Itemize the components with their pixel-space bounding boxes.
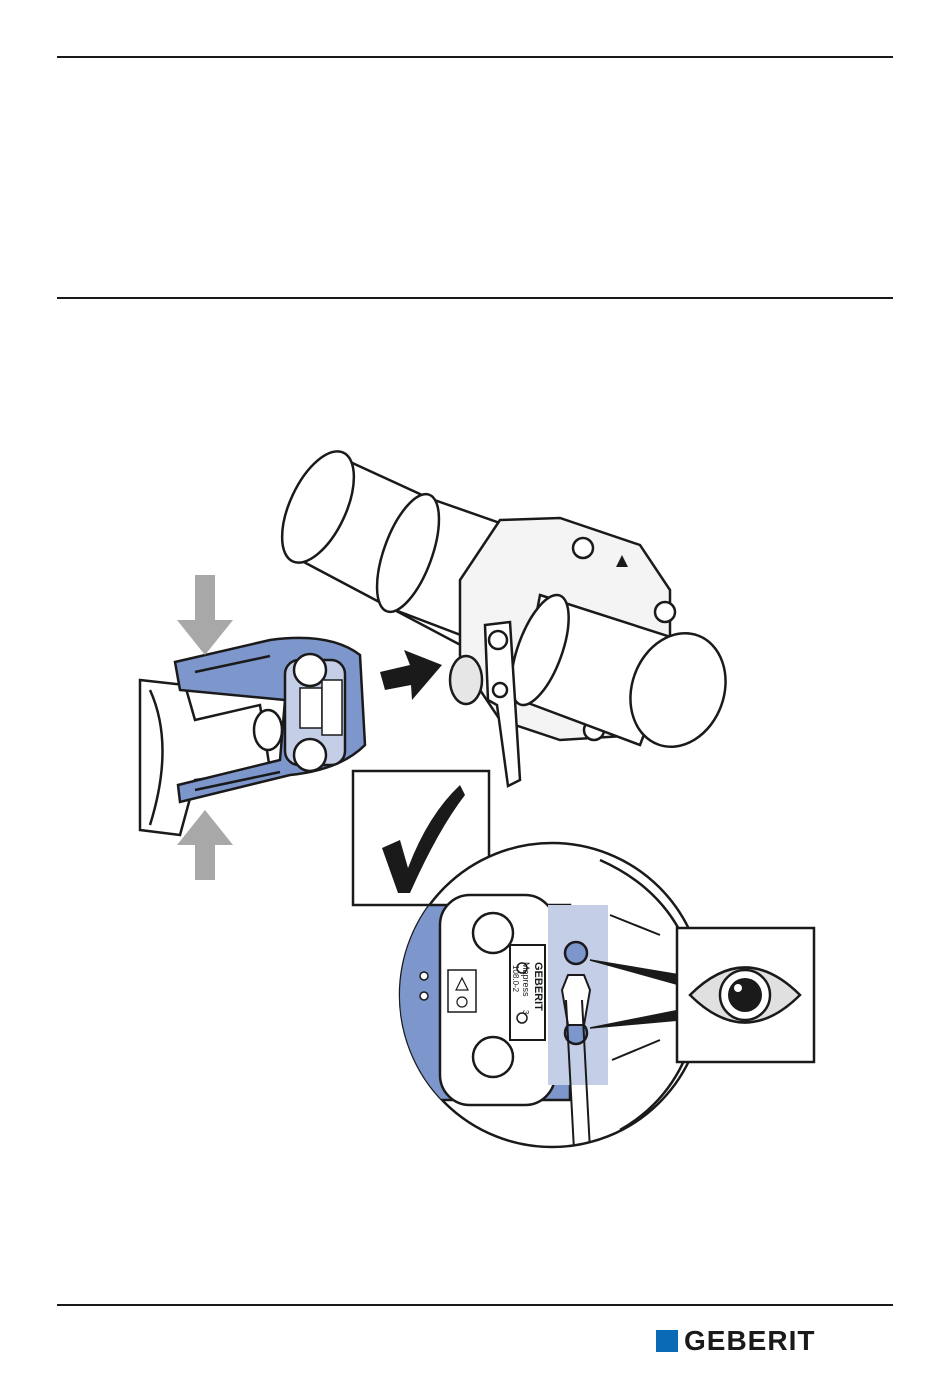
press-jaw-drawing <box>140 638 365 835</box>
arrow-right-icon <box>380 650 442 700</box>
eye-icon <box>677 928 814 1062</box>
arrow-down-icon <box>177 575 233 655</box>
footer-rule <box>57 1304 893 1306</box>
logo-text: GEBERIT <box>684 1324 815 1358</box>
detail-plate-model: Mapress <box>521 962 531 997</box>
logo-square <box>656 1330 678 1352</box>
geberit-logo: GEBERIT <box>656 1324 815 1358</box>
detail-plate-code: 108.0-2 <box>511 965 520 993</box>
detail-plate-brand: GEBERIT <box>532 962 544 1011</box>
arrow-up-icon <box>177 810 233 880</box>
detail-plate-box: 3 <box>521 1010 530 1015</box>
